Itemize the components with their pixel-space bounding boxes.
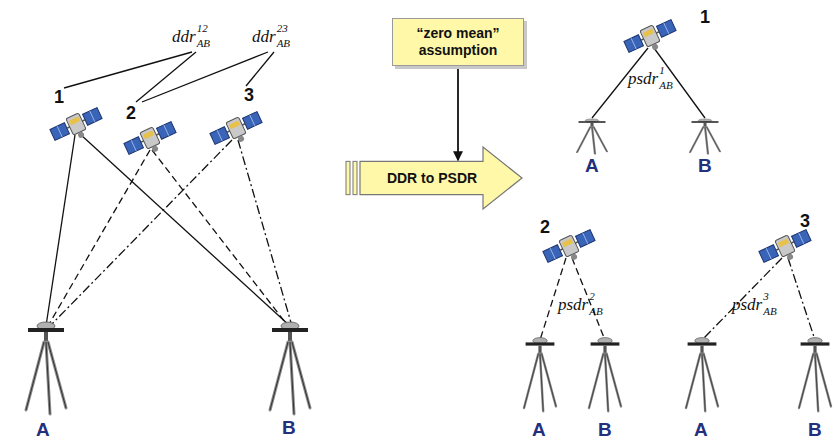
receiver xyxy=(26,322,66,414)
satellite xyxy=(542,227,599,271)
satellite xyxy=(49,105,106,149)
ddr-label: ddr xyxy=(252,28,276,45)
satellite-number: 2 xyxy=(126,104,136,122)
station-label: A xyxy=(532,420,546,439)
station-label: B xyxy=(808,420,822,439)
receiver xyxy=(589,338,621,412)
superscript: 3 xyxy=(763,291,769,302)
subscript: AB xyxy=(589,306,602,317)
subscript: AB xyxy=(277,38,290,49)
signal-paths xyxy=(540,48,815,340)
psdr-label: psdr xyxy=(558,296,588,313)
satellite xyxy=(758,227,815,271)
station-label: A xyxy=(36,420,50,439)
station-label: A xyxy=(585,156,599,175)
signal-paths xyxy=(46,134,292,326)
ddr-tree xyxy=(64,52,274,102)
satellite xyxy=(623,17,680,61)
station-label: B xyxy=(598,420,612,439)
satellite-number: 1 xyxy=(54,88,64,106)
station-label: B xyxy=(698,156,712,175)
receiver xyxy=(799,338,831,412)
conversion-arrow: DDR to PSDR xyxy=(345,146,523,210)
satellite-number: 2 xyxy=(540,218,550,236)
ddr-label: ddr xyxy=(172,28,196,45)
assumption-box: “zero mean” assumption xyxy=(392,18,524,66)
receiver xyxy=(686,338,718,412)
satellite-number: 1 xyxy=(700,8,710,26)
superscript: 1 xyxy=(659,65,665,76)
superscript: 23 xyxy=(277,23,288,34)
subscript: AB xyxy=(197,38,210,49)
superscript: 12 xyxy=(197,23,208,34)
satellite-number: 3 xyxy=(800,212,810,230)
psdr-label: psdr xyxy=(628,70,658,87)
receiver xyxy=(690,119,720,154)
receiver xyxy=(524,338,556,412)
flow-arrow xyxy=(457,69,459,161)
node-text: DDR to PSDR xyxy=(387,170,477,187)
receiver xyxy=(270,322,310,414)
station-label: B xyxy=(282,418,296,437)
satellite-number: 3 xyxy=(244,86,254,104)
node-text: “zero mean” assumption xyxy=(403,25,513,59)
superscript: 2 xyxy=(589,291,595,302)
subscript: AB xyxy=(763,306,776,317)
psdr-label: psdr xyxy=(732,296,762,313)
station-label: A xyxy=(694,420,708,439)
satellite xyxy=(209,109,266,153)
receiver xyxy=(577,119,607,154)
satellite xyxy=(123,119,180,163)
subscript: AB xyxy=(659,80,672,91)
